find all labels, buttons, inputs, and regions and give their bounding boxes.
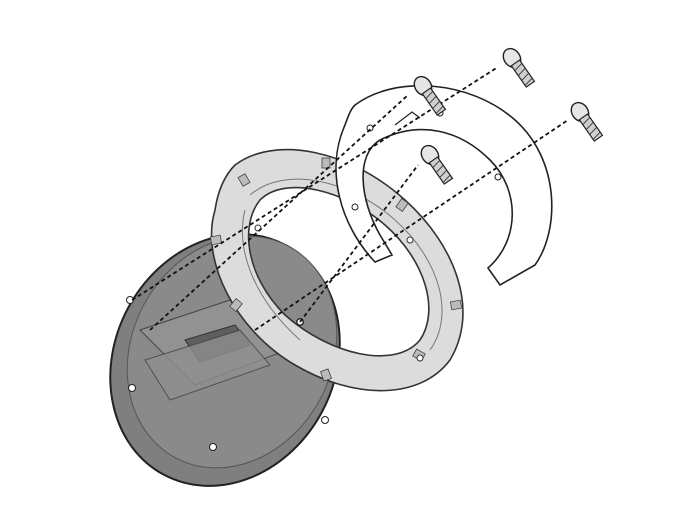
screw xyxy=(502,47,536,88)
plate-hole xyxy=(128,384,136,392)
assembly-line xyxy=(299,164,419,323)
ring-hole xyxy=(406,236,414,244)
screw xyxy=(420,144,454,185)
tank-cap-plate xyxy=(109,233,341,487)
adapter-hole xyxy=(494,173,502,181)
screw xyxy=(570,101,604,142)
assembly-line xyxy=(149,94,409,331)
adapter-hole xyxy=(351,203,359,211)
plate-hole xyxy=(209,443,217,451)
mounting-ring xyxy=(209,148,464,392)
adapter-hole xyxy=(366,124,374,132)
screw xyxy=(413,75,447,116)
assembly-line xyxy=(131,66,499,301)
assembly-lines xyxy=(131,66,569,331)
ring-hole xyxy=(416,354,424,362)
plate-hole xyxy=(321,416,329,424)
